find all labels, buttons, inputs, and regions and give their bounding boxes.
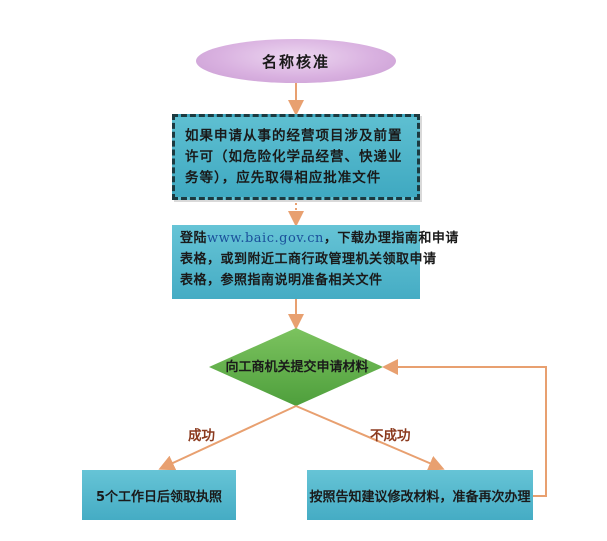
name-approval-node: 名称核准 [196,39,396,83]
fail-result-node: 按照告知建议修改材料，准备再次办理 [307,470,533,520]
login-line-1: 登陆www.baic.gov.cn，下载办理指南和申请 [180,228,458,249]
website-link[interactable]: www.baic.gov.cn [207,231,324,246]
arrow-submit-to-fail [295,405,445,471]
login-prefix: 登陆 [180,231,208,246]
login-line-1-suffix: ，下载办理指南和申请 [323,231,459,246]
arrow-fail-loop-back [382,359,547,497]
arrow-submit-to-success [158,405,297,471]
fail-edge-label: 不成功 [370,428,411,444]
submit-node-label: 向工商机关提交申请材料 [225,360,369,375]
login-instructions-node: 登陆www.baic.gov.cn，下载办理指南和申请 表格，或到附近工商行政管… [172,225,458,299]
login-line-3: 表格，参照指南说明准备相关文件 [180,273,383,288]
success-result-node: 5个工作日后领取执照 [82,470,236,520]
success-edge-label: 成功 [188,428,215,444]
submit-diamond [209,328,383,406]
login-line-2: 表格，或到附近工商行政管理机关领取申请 [180,252,437,267]
precondition-node: 如果申请从事的经营项目涉及前置许可（如危险化学品经营、快递业务等），应先取得相应… [172,114,420,200]
